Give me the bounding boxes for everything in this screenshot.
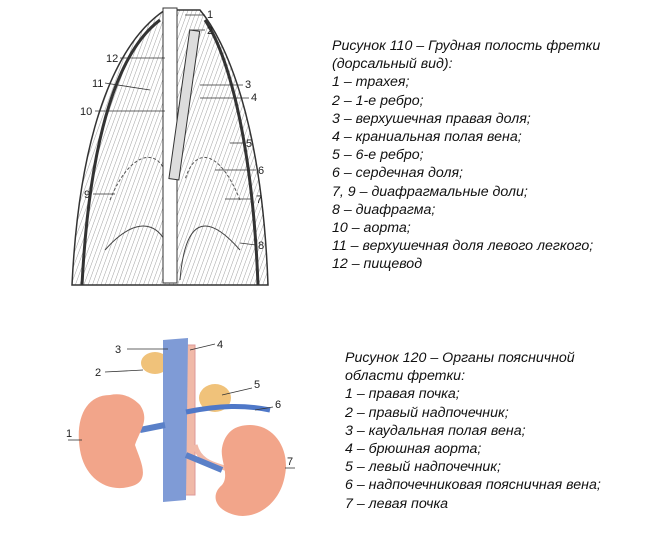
legend-item: 6 – сердечная доля;	[332, 165, 463, 182]
callout-4: 4	[217, 339, 223, 351]
legend-item: 4 – краниальная полая вена;	[332, 129, 522, 146]
figure-110-caption: Рисунок 110 – Грудная полость фретки (до…	[332, 37, 600, 274]
thoracic-cavity-figure: 1 2 3 4 5 6 7 8 9 10 11 12	[71, 7, 269, 286]
legend-item: 7 – левая почка	[345, 495, 449, 512]
legend-item: 11 – верхушечная доля левого легкого;	[332, 238, 594, 255]
callout-1: 1	[66, 428, 72, 440]
caption-title: Рисунок 110 – Грудная полость фретки	[332, 38, 601, 54]
legend-item: 5 – 6-е ребро;	[332, 147, 424, 164]
legend-item: 2 – правый надпочечник;	[345, 404, 509, 421]
callout-7: 7	[256, 194, 262, 206]
callout-2: 2	[95, 367, 101, 379]
callout-3: 3	[245, 79, 251, 91]
callout-lines-2	[68, 343, 295, 469]
legend-item: 5 – левый надпочечник;	[345, 459, 501, 476]
caption-title: Рисунок 120 – Органы поясничной	[345, 350, 575, 366]
legend-item: 10 – аорта;	[332, 220, 411, 237]
callout-11: 11	[92, 78, 103, 90]
callout-2: 2	[207, 25, 213, 37]
legend-item: 3 – верхушечная правая доля;	[332, 110, 531, 127]
legend-item: 2 – 1-е ребро;	[332, 92, 424, 109]
callout-9: 9	[84, 189, 90, 201]
caption-title: (дорсальный вид):	[332, 56, 453, 73]
caudal-vena-cava-shape	[163, 338, 188, 502]
legend-item: 8 – диафрагма;	[332, 201, 436, 218]
lumbar-illustration	[78, 338, 286, 516]
figure-120-caption: Рисунок 120 – Органы поясничной области …	[345, 349, 601, 513]
callout-5: 5	[254, 379, 260, 391]
callout-12: 12	[106, 53, 118, 65]
callout-4: 4	[251, 92, 257, 104]
callout-6: 6	[275, 399, 281, 411]
legend-item: 3 – каудальная полая вена;	[345, 422, 526, 439]
legend-item: 12 – пищевод	[332, 256, 423, 273]
lumbar-organs-figure: 3 4 2 5 6 1 7	[66, 338, 295, 516]
right-kidney-shape	[78, 394, 145, 489]
callout-7: 7	[287, 456, 293, 468]
callout-lines	[93, 14, 257, 246]
callout-5: 5	[246, 138, 252, 150]
legend-item: 6 – надпочечниковая поясничная вена;	[345, 477, 601, 494]
callout-8: 8	[258, 240, 264, 252]
callout-10: 10	[80, 106, 92, 118]
ribcage-illustration	[71, 7, 269, 286]
caption-title: области фретки:	[345, 368, 466, 385]
legend-item: 1 – трахея;	[332, 74, 410, 91]
left-kidney-shape	[215, 425, 286, 516]
callout-3: 3	[115, 344, 121, 356]
legend-item: 1 – правая почка;	[345, 386, 460, 403]
callout-6: 6	[258, 165, 264, 177]
callout-1: 1	[207, 9, 213, 21]
right-adrenal-shape	[141, 352, 169, 374]
legend-item: 4 – брюшная аорта;	[345, 441, 482, 458]
legend-item: 7, 9 – диафрагмальные доли;	[332, 183, 528, 200]
